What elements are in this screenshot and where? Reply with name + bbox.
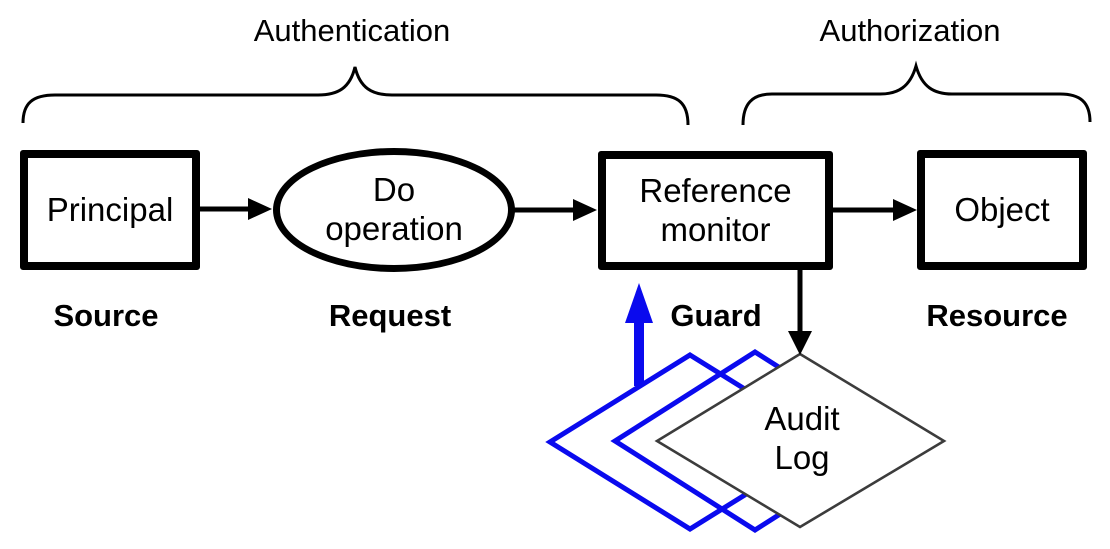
authentication-brace [21, 66, 690, 126]
arrow-principal-to-do-operation [200, 198, 272, 220]
arrow-reference-monitor-to-audit-log [788, 270, 812, 355]
principal-node-label: Principal [46, 190, 174, 228]
reference-monitor-node: Reference monitor [598, 151, 833, 270]
arrow-audit-logs-to-reference-monitor [625, 283, 653, 386]
source-role-label: Source [53, 298, 159, 333]
object-node: Object [917, 150, 1087, 270]
guard-role-label: Guard [670, 298, 762, 333]
audit-log-diamond [654, 352, 947, 529]
authorization-label: Authorization [819, 13, 1001, 48]
resource-role-label: Resource [926, 298, 1068, 333]
request-role-label: Request [328, 298, 452, 333]
audit-log-label: Audit Log [764, 400, 840, 476]
do-operation-node: Do operation [273, 148, 515, 272]
object-node-label: Object [954, 190, 1050, 228]
do-operation-node-label: Do operation [325, 171, 463, 247]
arrow-reference-monitor-to-object [833, 199, 917, 221]
reference-monitor-node-label: Reference monitor [639, 171, 792, 248]
principal-node: Principal [20, 150, 200, 270]
authentication-label: Authentication [253, 13, 451, 48]
authorization-brace [741, 60, 1092, 126]
arrow-do-operation-to-reference-monitor [513, 199, 597, 221]
